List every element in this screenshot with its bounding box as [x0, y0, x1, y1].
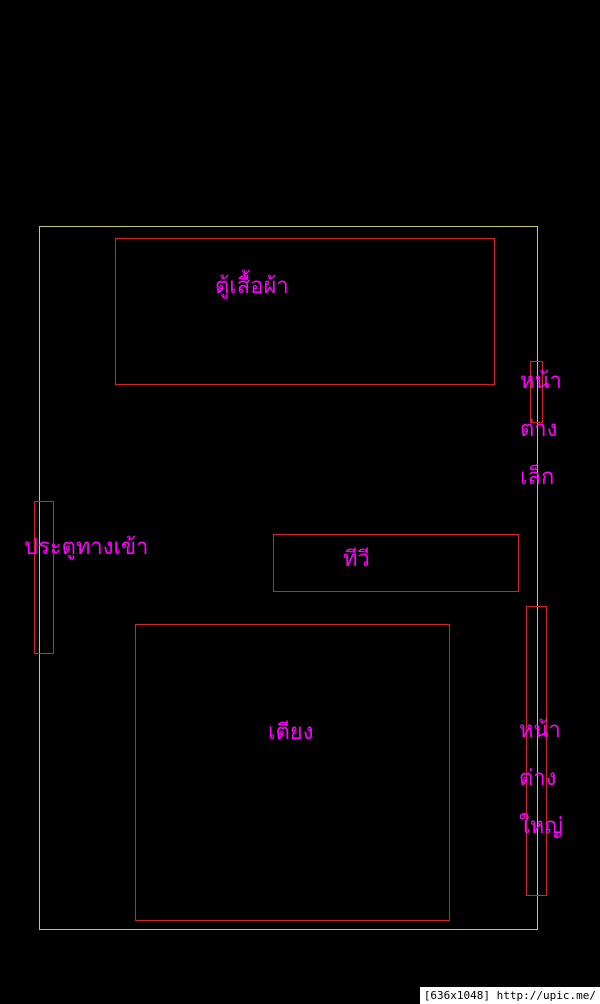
small-window-label-line-2: ต่าง	[520, 417, 558, 442]
bed-box	[135, 624, 450, 921]
small-window-box	[530, 361, 543, 423]
room-outline	[39, 226, 538, 930]
large-window-label-line-1: หน้า	[519, 718, 561, 743]
small-window-label-line-1: หน้า	[520, 369, 562, 394]
large-window-label: หน้า ต่าง ใหญ่	[519, 707, 563, 851]
small-window-label-line-3: เล็ก	[520, 465, 555, 490]
tv-box	[273, 534, 519, 592]
bed-label: เตียง	[268, 720, 314, 745]
small-window-label: หน้า ต่าง เล็ก	[520, 358, 562, 502]
wardrobe-label: ตู้เสื้อผ้า	[215, 274, 289, 299]
entrance-door-box	[34, 501, 54, 654]
large-window-label-line-3: ใหญ่	[519, 814, 563, 839]
large-window-box	[526, 606, 547, 896]
watermark: [636x1048] http://upic.me/	[419, 987, 600, 1004]
entrance-door-label: ประตูทางเข้า	[24, 535, 149, 560]
large-window-label-line-2: ต่าง	[519, 766, 557, 791]
tv-label: ทีวี	[343, 547, 370, 572]
wardrobe-box	[115, 238, 495, 385]
